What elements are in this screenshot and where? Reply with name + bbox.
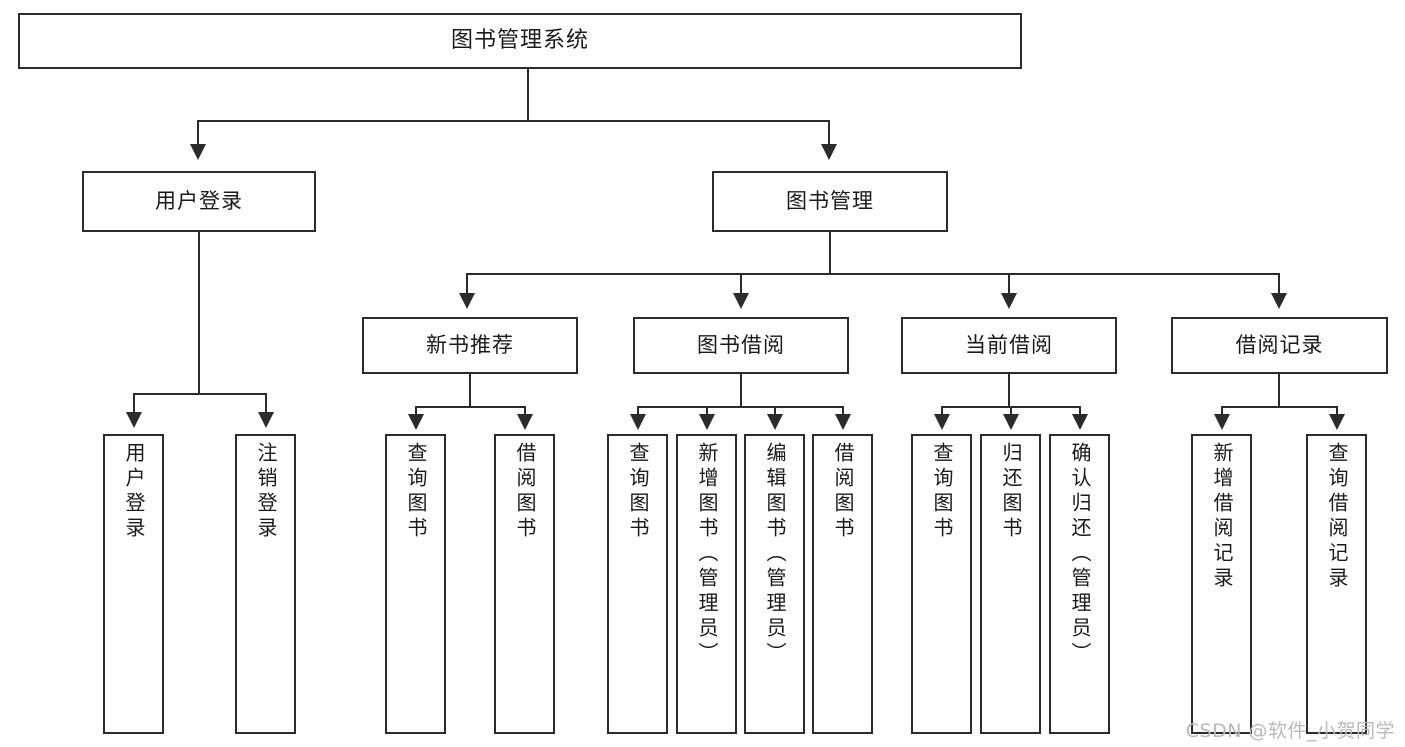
node-label: 用户登录 bbox=[155, 189, 243, 214]
connector-new-book-left bbox=[415, 406, 417, 420]
arrowhead-leaf-logout-login bbox=[258, 412, 274, 428]
connector-to-new-book bbox=[466, 273, 468, 297]
node-label: 图书管理 bbox=[786, 189, 874, 214]
arrowhead-bb-borrow-book bbox=[835, 414, 851, 430]
node-label: 图书借阅 bbox=[697, 333, 785, 358]
arrowhead-cb-confirm-return bbox=[1072, 414, 1088, 430]
arrowhead-cb-return-book bbox=[1003, 414, 1019, 430]
node-root-system[interactable]: 图书管理系统 bbox=[18, 13, 1022, 69]
node-label: 借阅图书 bbox=[831, 442, 855, 542]
node-label: 注销登录 bbox=[254, 442, 278, 542]
arrowhead-nb-borrow-book bbox=[517, 414, 533, 430]
node-label: 新增图书（管理员） bbox=[695, 442, 719, 667]
connector-current-borrow-stem bbox=[1008, 374, 1010, 407]
connector-to-book-borrow bbox=[740, 273, 742, 297]
arrowhead-br-query-record bbox=[1329, 414, 1345, 430]
leaf-cb-return-book[interactable]: 归还图书 bbox=[980, 434, 1041, 734]
connector-new-book-bar bbox=[415, 406, 526, 408]
node-label: 新书推荐 bbox=[426, 333, 514, 358]
connector-book-mgmt-stem bbox=[829, 232, 831, 274]
node-user-login[interactable]: 用户登录 bbox=[82, 171, 316, 232]
node-label: 查询借阅记录 bbox=[1325, 442, 1349, 592]
node-book-borrow[interactable]: 图书借阅 bbox=[633, 317, 849, 374]
leaf-br-query-record[interactable]: 查询借阅记录 bbox=[1306, 434, 1367, 734]
leaf-bb-add-book[interactable]: 新增图书（管理员） bbox=[676, 434, 737, 734]
connector-user-login-left bbox=[133, 393, 135, 416]
connector-bb-2 bbox=[706, 406, 708, 420]
connector-book-mgmt-bar bbox=[466, 273, 1280, 275]
arrowhead-leaf-user-login bbox=[126, 412, 142, 428]
connector-cb-2 bbox=[1010, 406, 1012, 420]
node-new-book-recommend[interactable]: 新书推荐 bbox=[362, 317, 578, 374]
arrowhead-book-borrow bbox=[733, 293, 749, 309]
arrowhead-bb-edit-book bbox=[767, 414, 783, 430]
leaf-logout-login[interactable]: 注销登录 bbox=[235, 434, 296, 734]
connector-book-borrow-stem bbox=[740, 374, 742, 407]
connector-user-login-stem bbox=[198, 232, 200, 394]
node-borrow-record[interactable]: 借阅记录 bbox=[1171, 317, 1388, 374]
node-label: 新增借阅记录 bbox=[1210, 442, 1234, 592]
leaf-nb-query-book[interactable]: 查询图书 bbox=[385, 434, 446, 734]
connector-new-book-right bbox=[524, 406, 526, 420]
node-label: 确认归还（管理员） bbox=[1068, 442, 1092, 667]
connector-borrow-record-stem bbox=[1278, 374, 1280, 407]
leaf-cb-confirm-return[interactable]: 确认归还（管理员） bbox=[1049, 434, 1110, 734]
arrowhead-br-add-record bbox=[1214, 414, 1230, 430]
node-label: 查询图书 bbox=[626, 442, 650, 542]
arrowhead-book-mgmt bbox=[821, 144, 837, 160]
connector-book-borrow-bar bbox=[637, 406, 844, 408]
connector-root-to-user-login bbox=[197, 120, 199, 148]
arrowhead-borrow-record bbox=[1271, 293, 1287, 309]
arrowhead-current-borrow bbox=[1001, 293, 1017, 309]
node-label: 借阅记录 bbox=[1235, 333, 1324, 358]
node-book-management[interactable]: 图书管理 bbox=[712, 171, 948, 232]
arrowhead-cb-query-book bbox=[934, 414, 950, 430]
arrowhead-bb-query-book bbox=[630, 414, 646, 430]
connector-borrow-record-bar bbox=[1221, 406, 1338, 408]
connector-root-to-book-mgmt bbox=[828, 120, 830, 148]
node-label: 用户登录 bbox=[122, 442, 146, 542]
connector-user-login-right bbox=[265, 393, 267, 416]
leaf-nb-borrow-book[interactable]: 借阅图书 bbox=[494, 434, 555, 734]
arrowhead-user-login bbox=[190, 144, 206, 160]
connector-bb-4 bbox=[842, 406, 844, 420]
connector-br-2 bbox=[1336, 406, 1338, 420]
node-label: 查询图书 bbox=[930, 442, 954, 542]
connector-user-login-bar bbox=[133, 393, 267, 395]
connector-bb-1 bbox=[637, 406, 639, 420]
node-label: 借阅图书 bbox=[513, 442, 537, 542]
connector-root-bar bbox=[197, 120, 830, 122]
connector-to-current-borrow bbox=[1008, 273, 1010, 297]
arrowhead-bb-add-book bbox=[699, 414, 715, 430]
leaf-br-add-record[interactable]: 新增借阅记录 bbox=[1191, 434, 1252, 734]
node-label: 查询图书 bbox=[404, 442, 428, 542]
connector-root-stem bbox=[527, 69, 529, 121]
node-label: 当前借阅 bbox=[965, 333, 1053, 358]
leaf-user-login[interactable]: 用户登录 bbox=[103, 434, 164, 734]
leaf-bb-borrow-book[interactable]: 借阅图书 bbox=[812, 434, 873, 734]
node-label: 归还图书 bbox=[999, 442, 1023, 542]
node-current-borrow[interactable]: 当前借阅 bbox=[901, 317, 1117, 374]
leaf-bb-query-book[interactable]: 查询图书 bbox=[607, 434, 668, 734]
node-label: 图书管理系统 bbox=[450, 28, 589, 54]
arrowhead-new-book-recommend bbox=[459, 293, 475, 309]
connector-to-borrow-record bbox=[1278, 273, 1280, 297]
connector-new-book-stem bbox=[469, 374, 471, 407]
node-label: 编辑图书（管理员） bbox=[763, 442, 787, 667]
connector-bb-3 bbox=[774, 406, 776, 420]
arrowhead-nb-query-book bbox=[408, 414, 424, 430]
leaf-cb-query-book[interactable]: 查询图书 bbox=[911, 434, 972, 734]
connector-br-1 bbox=[1221, 406, 1223, 420]
connector-cb-1 bbox=[941, 406, 943, 420]
leaf-bb-edit-book[interactable]: 编辑图书（管理员） bbox=[744, 434, 805, 734]
connector-cb-3 bbox=[1079, 406, 1081, 420]
